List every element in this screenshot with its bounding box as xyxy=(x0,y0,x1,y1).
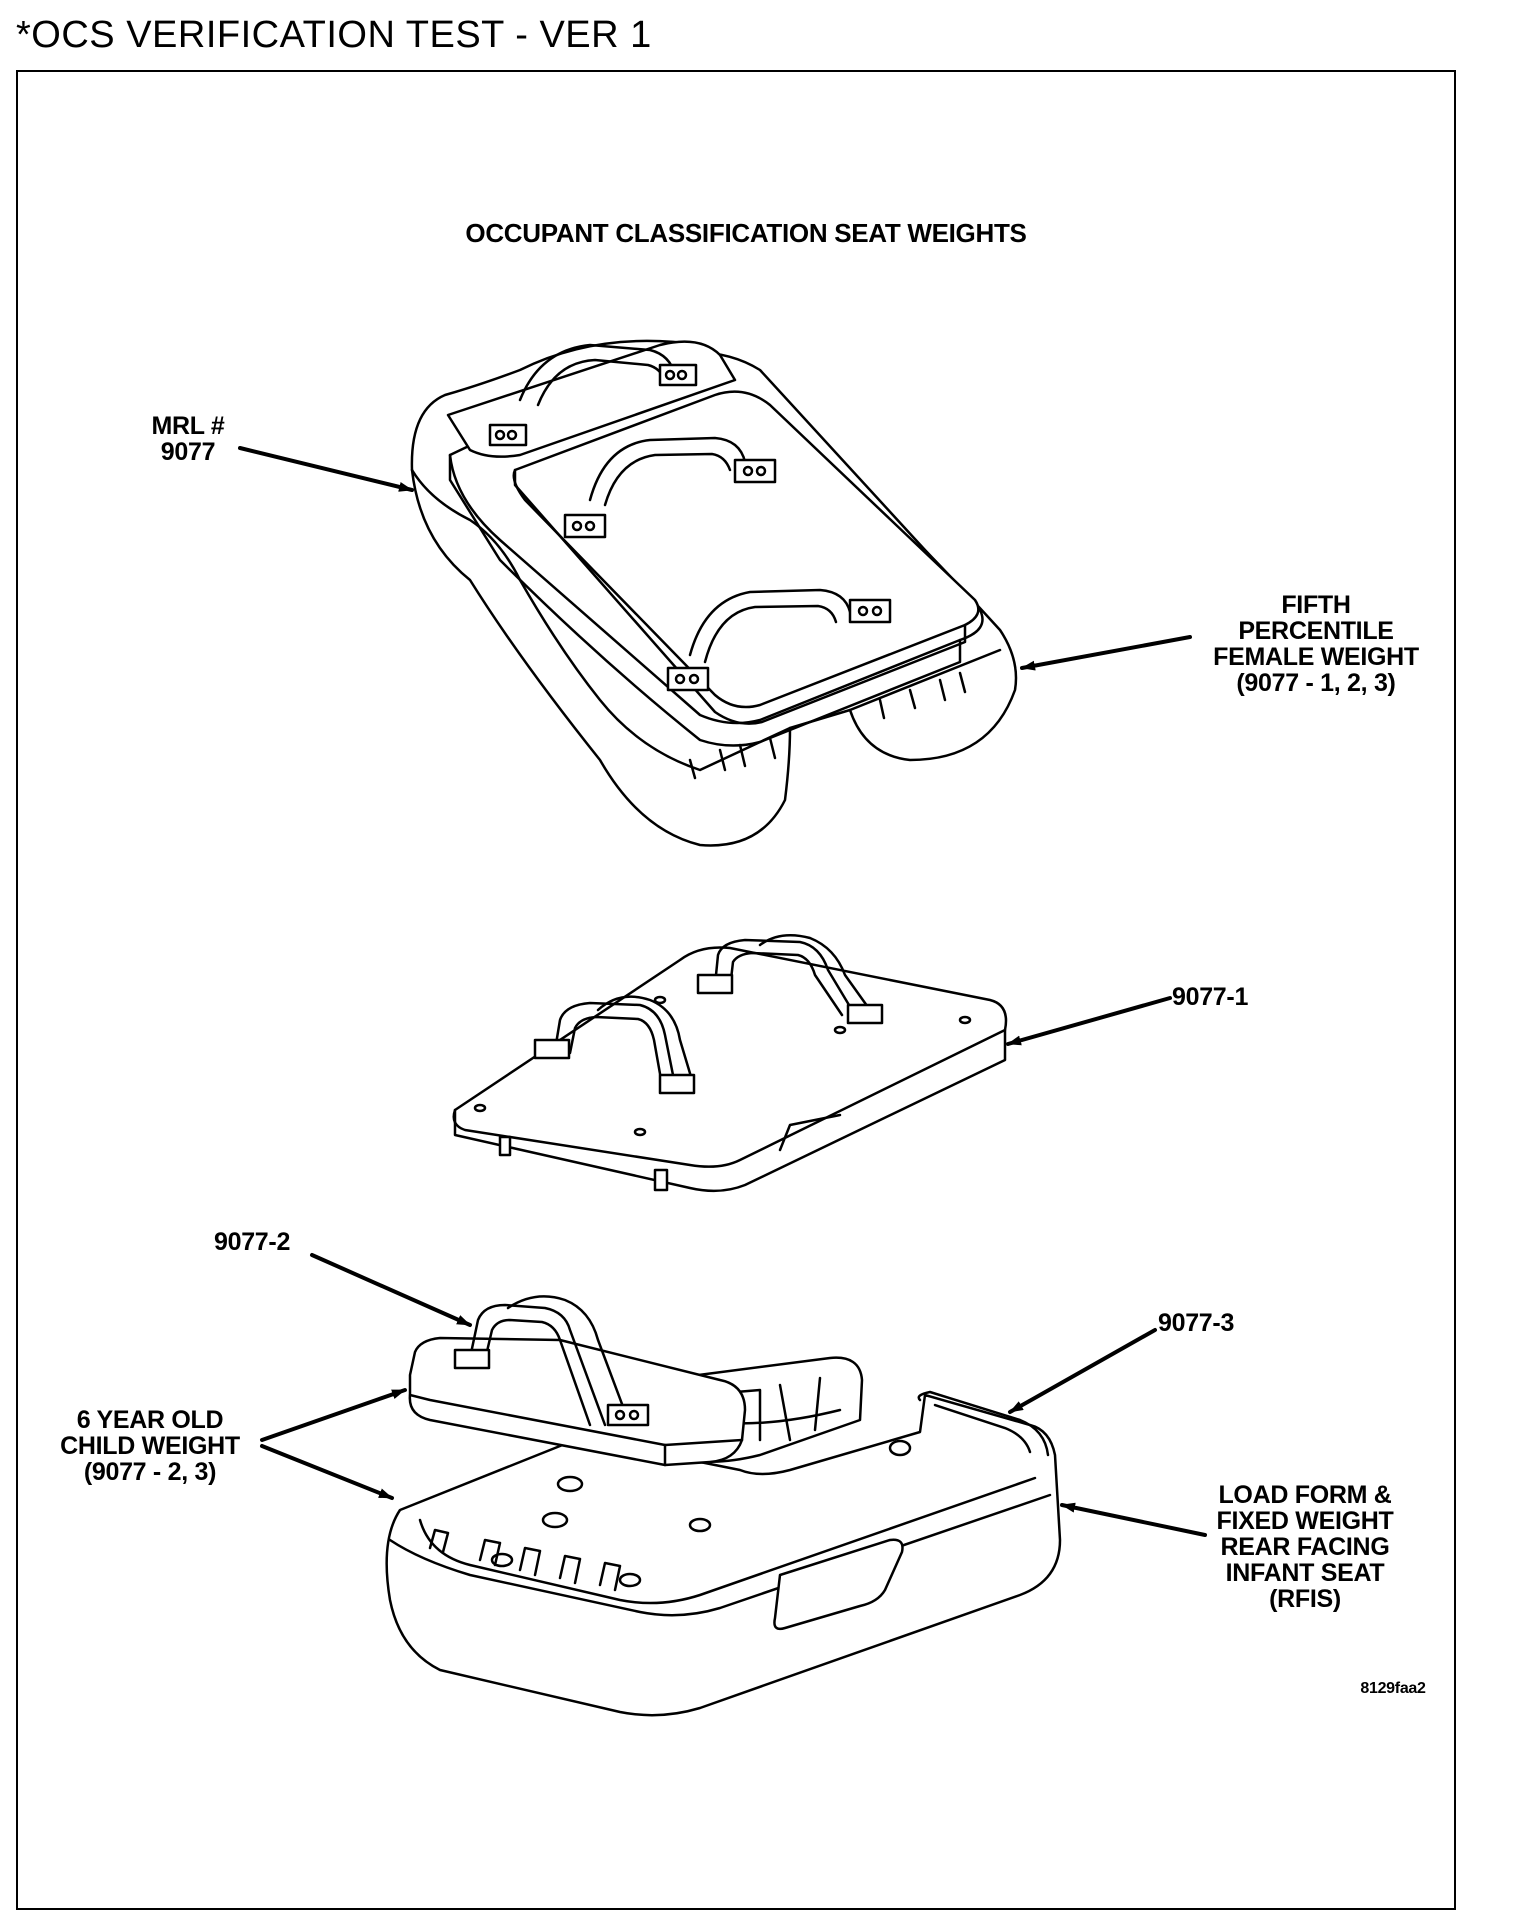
page-header: *OCS VERIFICATION TEST - VER 1 xyxy=(16,14,652,56)
assembled-weight-stack xyxy=(410,339,1018,847)
arrow-9077-3 xyxy=(1008,1328,1157,1414)
arrow-child-upper xyxy=(260,1388,407,1442)
arrow-child-lower xyxy=(260,1444,394,1500)
arrow-fifth xyxy=(1020,635,1192,671)
arrow-9077-2 xyxy=(310,1253,472,1327)
rfis-load-form xyxy=(385,1295,1062,1717)
callout-9077-1: 9077-1 xyxy=(1172,983,1249,1011)
callout-rfis: LOAD FORM & FIXED WEIGHT REAR FACING INF… xyxy=(1216,1481,1394,1613)
figure-code: 8129faa2 xyxy=(1360,1680,1426,1697)
callout-fifth-percentile: FIFTH PERCENTILE FEMALE WEIGHT (9077 - 1… xyxy=(1213,591,1419,697)
figure-frame xyxy=(16,70,1456,1910)
figure-title: OCCUPANT CLASSIFICATION SEAT WEIGHTS xyxy=(465,218,1027,248)
callout-child-weight: 6 YEAR OLD CHILD WEIGHT (9077 - 2, 3) xyxy=(60,1406,240,1486)
arrow-rfis xyxy=(1060,1502,1207,1537)
callout-arrows xyxy=(238,446,1207,1537)
weight-9077-1-plate xyxy=(452,933,1008,1193)
callout-9077-3: 9077-3 xyxy=(1158,1309,1235,1337)
arrow-9077-1 xyxy=(1006,996,1172,1046)
arrow-mrl xyxy=(238,446,414,492)
callout-mrl-9077: MRL # 9077 xyxy=(151,412,225,466)
callout-9077-2: 9077-2 xyxy=(214,1228,291,1256)
